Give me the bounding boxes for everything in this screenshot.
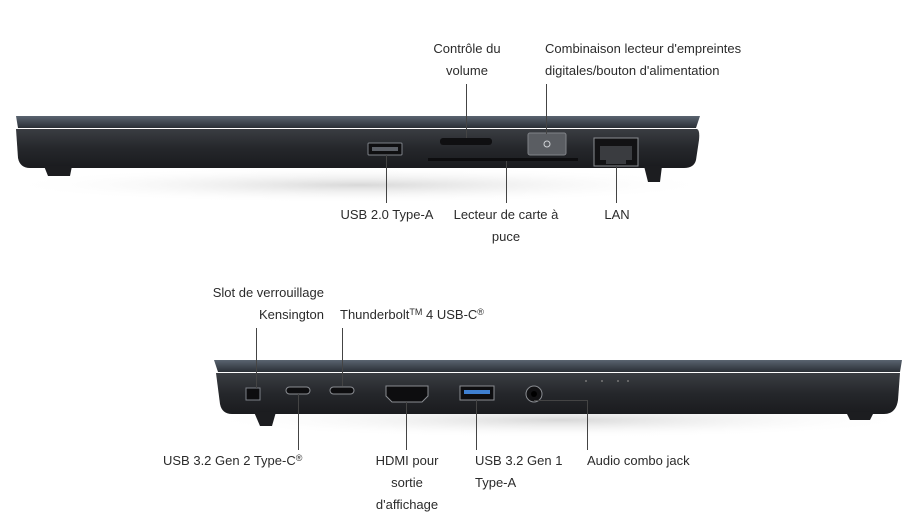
label-thunderbolt: ThunderboltTM 4 USB-C®	[340, 304, 484, 326]
leader-fingerprint	[546, 84, 547, 134]
laptop-left-side-illustration	[200, 360, 917, 438]
leader-usb32-typec	[298, 394, 299, 450]
laptop-side-view-right	[0, 0, 917, 260]
label-volume-line1: Contrôle du	[433, 41, 501, 56]
label-thunderbolt-pre: Thunderbolt	[340, 307, 410, 322]
label-lan: LAN	[596, 204, 638, 226]
label-fingerprint-line1: Combinaison lecteur d'empreintes	[545, 41, 742, 56]
leader-usb20	[386, 155, 387, 203]
label-smartcard-reader: Lecteur de carte à puce	[448, 204, 564, 248]
label-hdmi: HDMI pour sortie d'affichage	[366, 450, 448, 516]
label-volume-control: Contrôle du volume	[426, 38, 508, 82]
leader-smartcard	[506, 161, 507, 203]
label-thunderbolt-text: ThunderboltTM 4 USB-C®	[340, 304, 484, 326]
label-hdmi-line3: d'affichage	[375, 497, 439, 512]
leader-audio-h	[534, 400, 588, 401]
label-smartcard-line2: puce	[491, 229, 521, 244]
label-kensington: Slot de verrouillage Kensington	[190, 282, 324, 326]
label-usb32-typea: USB 3.2 Gen 1 Type-A	[475, 450, 562, 494]
leader-audio	[587, 400, 588, 450]
label-usb32-typea-line2: Type-A	[475, 475, 517, 490]
leader-hdmi	[406, 402, 407, 450]
label-usb32-typec: USB 3.2 Gen 2 Type-C®	[163, 450, 302, 472]
label-audio-line1: Audio combo jack	[587, 453, 690, 468]
label-volume-line2: volume	[446, 63, 488, 78]
label-kensington-line2: Kensington	[258, 307, 324, 322]
label-lan-line1: LAN	[604, 207, 630, 222]
label-thunderbolt-tm: TM	[409, 307, 423, 317]
leader-volume	[466, 84, 467, 138]
label-usb32-typec-pre: USB 3.2 Gen 2 Type-C	[163, 453, 296, 468]
laptop-right-side-illustration	[0, 116, 720, 203]
label-thunderbolt-post: 4 USB-C	[422, 307, 478, 322]
label-usb20-typea: USB 2.0 Type-A	[336, 204, 438, 226]
leader-thunderbolt	[342, 328, 343, 386]
leader-kensington	[256, 328, 257, 388]
label-fingerprint-power: Combinaison lecteur d'empreintes digital…	[545, 38, 741, 82]
label-smartcard-line1: Lecteur de carte à	[453, 207, 559, 222]
label-usb32-typec-reg: ®	[295, 453, 303, 463]
label-usb20-line1: USB 2.0 Type-A	[340, 207, 434, 222]
label-usb32-typec-text: USB 3.2 Gen 2 Type-C®	[163, 450, 302, 472]
label-thunderbolt-reg: ®	[477, 307, 484, 317]
label-usb32-typea-line1: USB 3.2 Gen 1	[475, 453, 563, 468]
label-kensington-line1: Slot de verrouillage	[212, 285, 324, 300]
laptop-side-view-left	[0, 260, 917, 524]
label-audio-jack: Audio combo jack	[587, 450, 690, 472]
leader-lan	[616, 166, 617, 203]
label-fingerprint-line2: digitales/bouton d'alimentation	[545, 63, 720, 78]
label-hdmi-line2: sortie	[391, 475, 423, 490]
leader-usb32-typea	[476, 400, 477, 450]
label-hdmi-line1: HDMI pour	[375, 453, 439, 468]
